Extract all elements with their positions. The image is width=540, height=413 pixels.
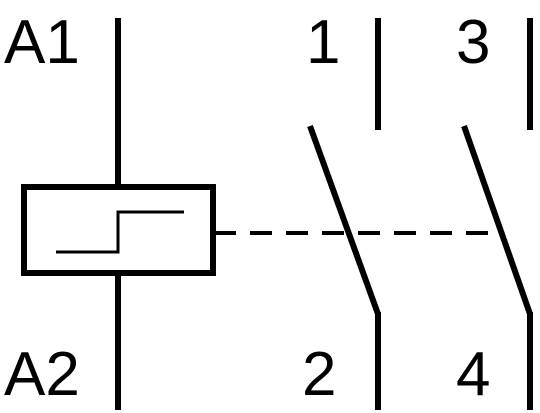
terminal-a1-label: A1 [4,8,80,77]
terminal-4-label: 4 [456,340,490,409]
contact-3-4-blade [461,125,533,315]
terminal-2-label: 2 [302,340,336,409]
terminal-1-label: 1 [306,8,340,77]
terminal-3-label: 3 [456,8,490,77]
contact-1-2-blade [307,124,381,316]
terminal-a2-label: A2 [4,340,80,409]
coil-step-symbol [56,210,184,254]
